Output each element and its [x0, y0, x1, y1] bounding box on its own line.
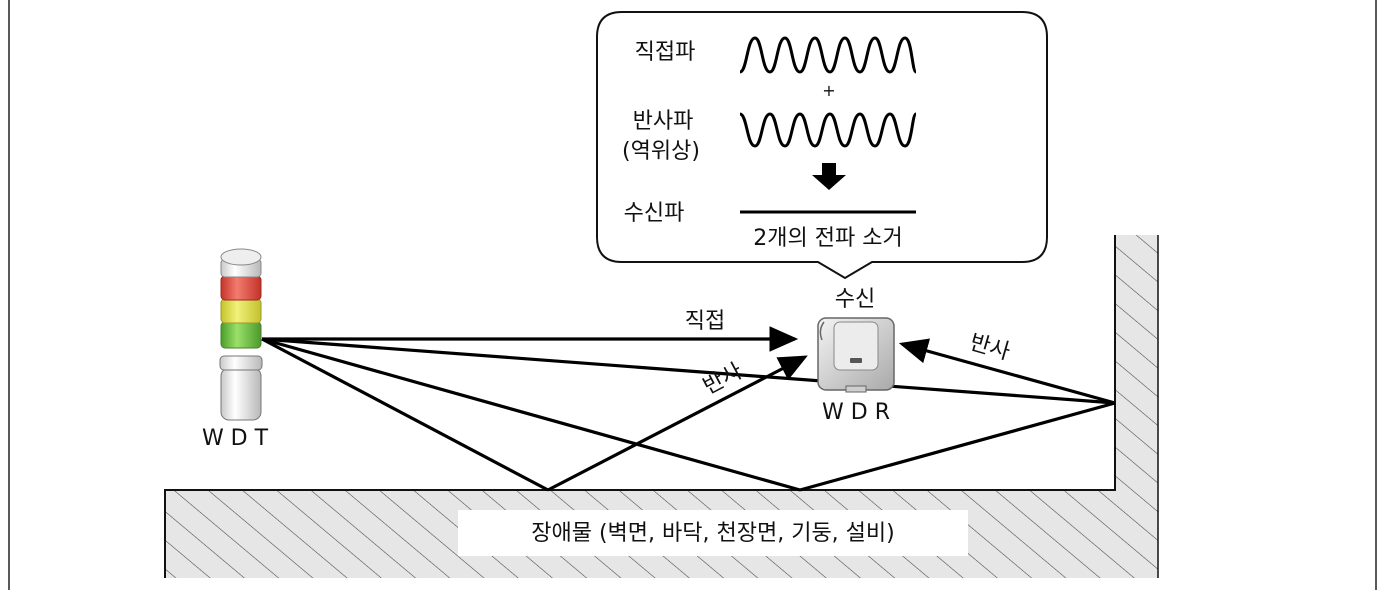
- lamp-red: [220, 275, 262, 301]
- direct-path-label: 직접: [685, 309, 725, 334]
- reflected-wave-icon: [739, 112, 918, 148]
- obstacle: 장애물 (벽면, 바닥, 천장면, 기둥, 설비): [164, 235, 1159, 578]
- receiver-front-panel: [833, 321, 879, 371]
- obstacle-label-box: [458, 510, 968, 556]
- transmitter-signal-tower: W D T: [202, 248, 269, 451]
- obstacle-outline: [164, 235, 1116, 578]
- reflected-wave-label-line2: (역위상): [622, 139, 700, 164]
- wall-reflect-path-b: [898, 338, 1116, 405]
- lamp-green: [220, 321, 262, 349]
- wall-reflect-path-a: [261, 337, 1116, 405]
- obstacle-label: 장애물 (벽면, 바닥, 천장면, 기둥, 설비): [531, 521, 894, 546]
- receiver-wdr: 수신 W D R: [817, 287, 895, 425]
- tower-cap: [220, 248, 262, 266]
- callout-outline: [596, 11, 1048, 280]
- direct-wave-label: 직접파: [635, 40, 696, 65]
- callout-bubble: 직접파 + 반사파 (역위상) 수신파 2개의 전파 소거: [596, 11, 1048, 280]
- receiver-label: W D R: [822, 400, 890, 425]
- receiver-indicator: [850, 358, 862, 363]
- floor-reflect-path-a-down: [261, 337, 549, 492]
- signal-paths: 직접 반사 반사: [261, 309, 1116, 492]
- cancel-caption: 2개의 전파 소거: [753, 226, 902, 251]
- reflected-wave-label-line1: 반사파: [633, 109, 694, 134]
- obstacle-hatched-area: [165, 235, 1158, 578]
- floor-reflect-label: 반사: [699, 359, 746, 400]
- floor-wall-path-down: [261, 337, 801, 492]
- transmitter-label: W D T: [202, 426, 269, 451]
- floor-wall-path-up: [799, 401, 1116, 492]
- tower-base: [220, 367, 262, 421]
- direct-wave-icon: [739, 36, 918, 74]
- receiver-left-bracket: [819, 321, 825, 341]
- plus-sign: +: [822, 81, 835, 100]
- result-arrow-icon: [812, 163, 846, 190]
- receiver-bottom-slot: [845, 385, 867, 393]
- floor-reflect-path-a-up: [547, 355, 808, 492]
- received-wave-label: 수신파: [624, 201, 685, 226]
- receiver-top-label: 수신: [835, 287, 875, 312]
- wall-reflect-label: 반사: [967, 330, 1013, 365]
- tower-collar: [219, 355, 263, 371]
- lamp-yellow: [220, 298, 262, 324]
